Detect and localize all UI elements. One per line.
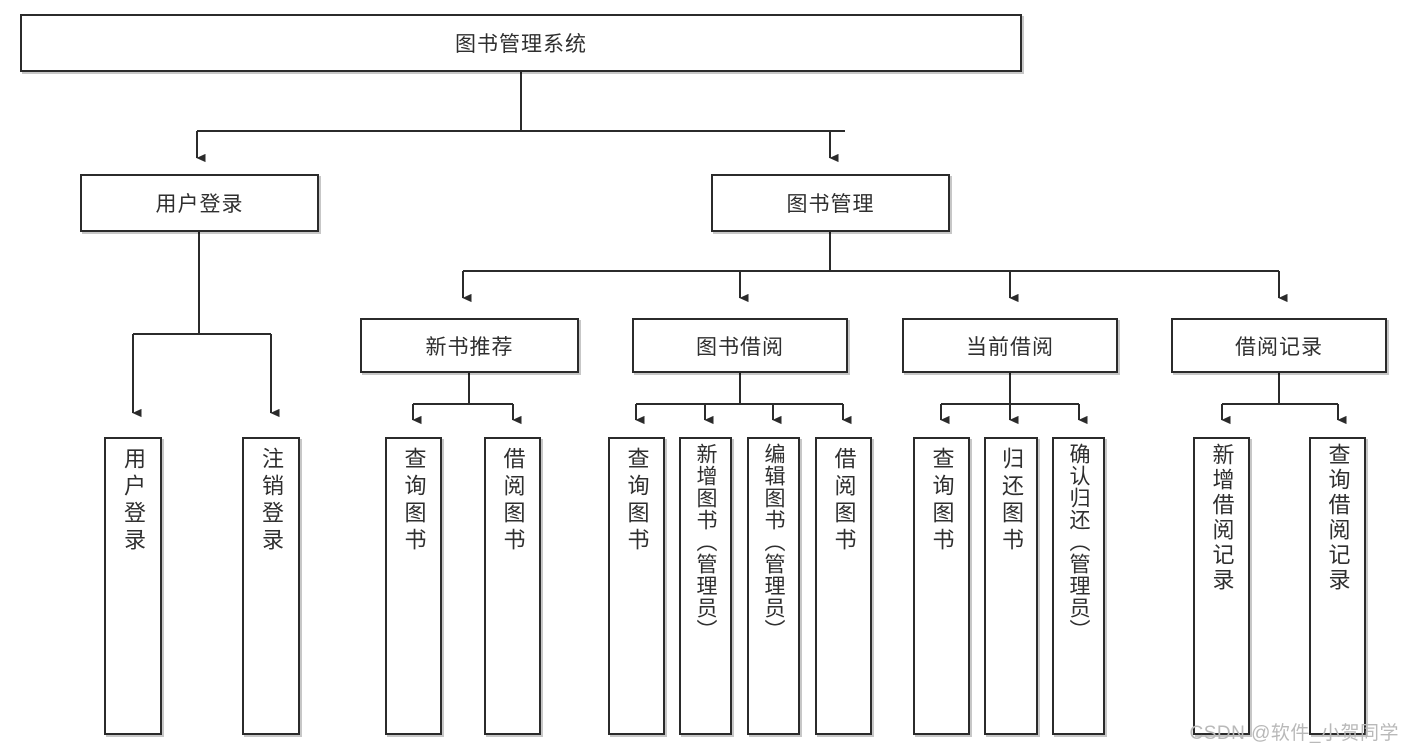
- node-borrow-record[interactable]: 借阅记录: [1171, 318, 1387, 373]
- leaf-current-borrow-confirm-return-admin[interactable]: 确认归还（管理员）: [1052, 437, 1105, 735]
- node-label: 查询图书: [401, 447, 427, 555]
- node-book-borrow[interactable]: 图书借阅: [632, 318, 848, 373]
- leaf-book-borrow-add-book-admin[interactable]: 新增图书（管理员）: [679, 437, 732, 735]
- node-label: 图书管理系统: [455, 33, 587, 56]
- leaf-new-book-query-book[interactable]: 查询图书: [385, 437, 442, 735]
- leaf-book-borrow-borrow-book[interactable]: 借阅图书: [815, 437, 872, 735]
- node-book-management[interactable]: 图书管理: [711, 174, 950, 232]
- node-root-book-management-system[interactable]: 图书管理系统: [20, 14, 1022, 72]
- node-user-login[interactable]: 用户登录: [80, 174, 319, 232]
- leaf-user-login-login[interactable]: 用户登录: [104, 437, 162, 735]
- node-label: 编辑图书（管理员）: [762, 443, 785, 641]
- node-label: 用户登录: [155, 193, 244, 216]
- leaf-book-borrow-edit-book-admin[interactable]: 编辑图书（管理员）: [747, 437, 800, 735]
- node-label: 查询图书: [929, 447, 955, 555]
- leaf-borrow-record-add-record[interactable]: 新增借阅记录: [1193, 437, 1250, 735]
- leaf-current-borrow-return-book[interactable]: 归还图书: [984, 437, 1038, 735]
- node-label: 确认归还（管理员）: [1067, 443, 1090, 641]
- node-label: 注销登录: [259, 447, 284, 555]
- node-new-book-recommend[interactable]: 新书推荐: [360, 318, 579, 373]
- node-label: 图书借阅: [696, 335, 784, 359]
- leaf-new-book-borrow-book[interactable]: 借阅图书: [484, 437, 541, 735]
- node-label: 查询图书: [624, 447, 650, 555]
- node-label: 归还图书: [999, 447, 1024, 555]
- node-label: 用户登录: [121, 447, 146, 555]
- node-label: 查询借阅记录: [1325, 443, 1351, 593]
- node-label: 当前借阅: [966, 335, 1054, 359]
- leaf-user-login-logout[interactable]: 注销登录: [242, 437, 300, 735]
- leaf-current-borrow-query-book[interactable]: 查询图书: [913, 437, 970, 735]
- node-label: 新增图书（管理员）: [694, 443, 717, 641]
- leaf-book-borrow-query-book[interactable]: 查询图书: [608, 437, 665, 735]
- node-label: 新增借阅记录: [1209, 443, 1235, 593]
- node-label: 图书管理: [786, 193, 875, 216]
- node-label: 借阅图书: [831, 447, 857, 555]
- node-label: 新书推荐: [425, 335, 514, 359]
- node-current-borrow[interactable]: 当前借阅: [902, 318, 1118, 373]
- node-label: 借阅图书: [500, 447, 526, 555]
- node-label: 借阅记录: [1235, 335, 1323, 359]
- leaf-borrow-record-query-record[interactable]: 查询借阅记录: [1309, 437, 1366, 735]
